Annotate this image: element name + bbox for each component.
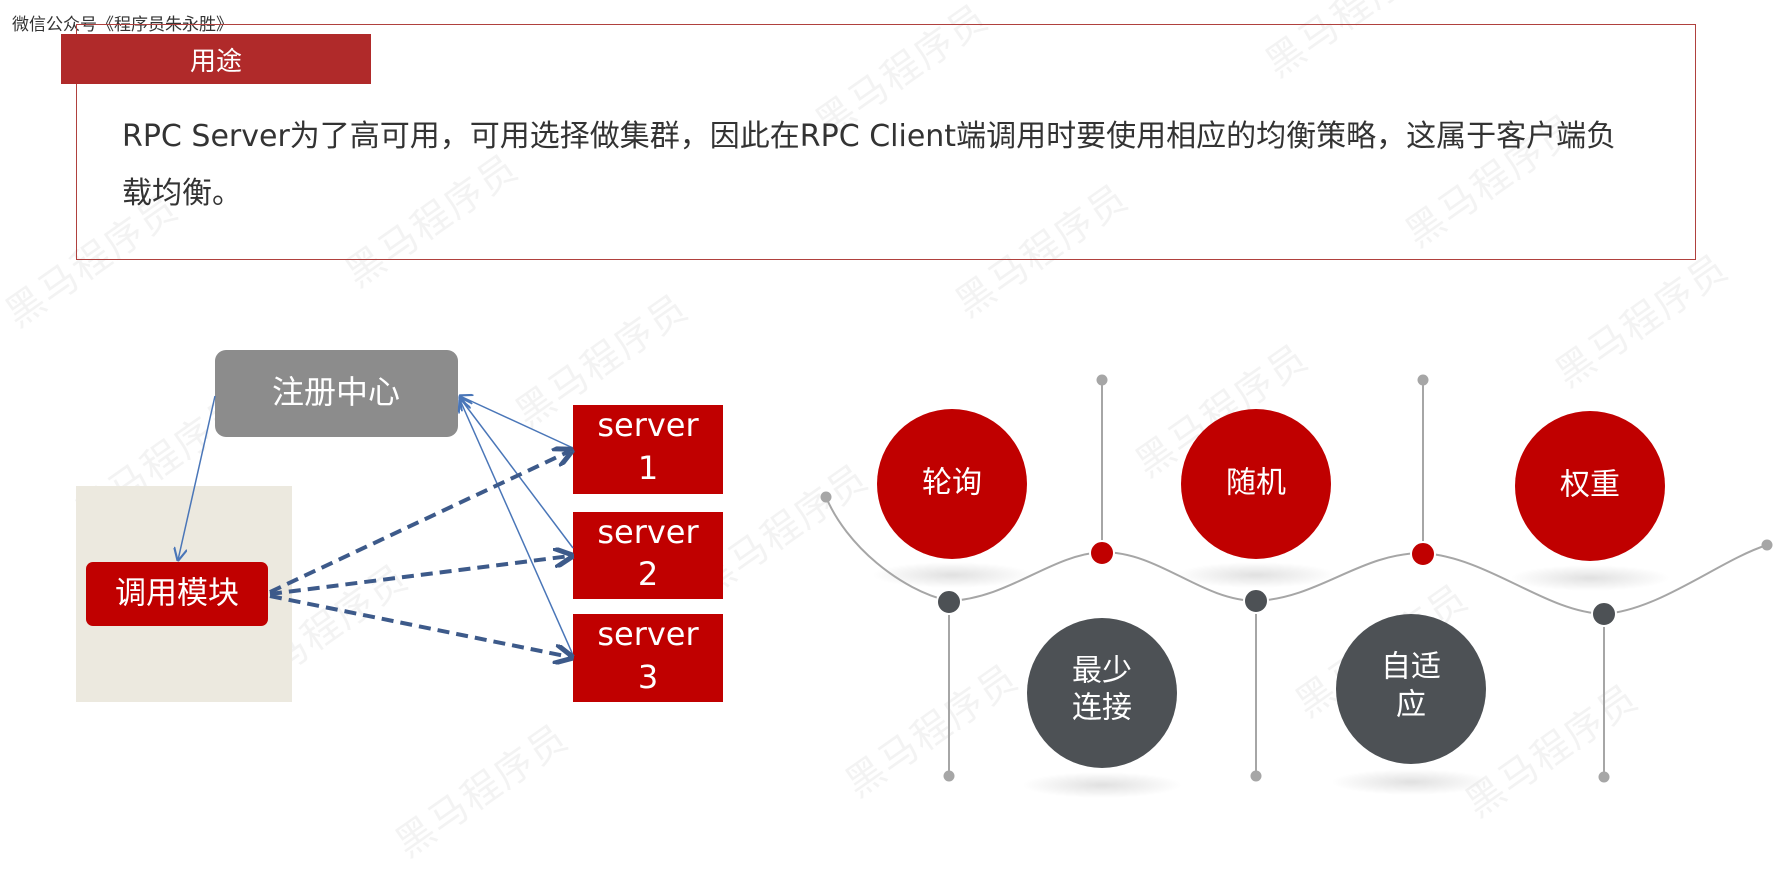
strategy-round-robin: 轮询: [877, 409, 1027, 559]
registry-label: 注册中心: [272, 373, 400, 411]
strategy-weight: 权重: [1515, 411, 1665, 561]
source-label: 微信公众号《程序员朱永胜》: [12, 15, 233, 35]
usage-description: RPC Server为了高可用，可用选择做集群，因此在RPC Client端调用…: [122, 119, 1617, 211]
strategy-adaptive-line2: 应: [1396, 688, 1426, 723]
strategy-least-connections-line1: 最少: [1072, 654, 1132, 689]
strategy-weight-label: 权重: [1560, 468, 1620, 503]
strategy-round-robin-label: 轮询: [922, 466, 982, 501]
server-1-register-arrow: [460, 396, 574, 449]
usage-tab: 用途: [61, 34, 371, 84]
server-2-line2: 2: [638, 555, 658, 593]
server-3-line2: 3: [638, 658, 658, 696]
usage-panel: [76, 24, 1696, 260]
registry-box: [215, 350, 458, 437]
strategy-adaptive-line1: 自适: [1381, 650, 1441, 685]
server-1-line1: server: [597, 406, 699, 444]
usage-tab-label: 用途: [189, 46, 242, 77]
strategy-least-connections-line2: 连接: [1072, 691, 1132, 726]
server-2-box: server 2: [573, 512, 723, 599]
strategy-random-label: 随机: [1226, 466, 1286, 501]
strategy-adaptive: 自适 应: [1336, 614, 1486, 764]
call-server-1-arrow: [269, 451, 570, 594]
server-2-register-arrow: [460, 398, 574, 549]
caller-box: [86, 562, 268, 626]
strategy-least-connections: 最少 连接: [1027, 618, 1177, 768]
server-3-register-arrow: [460, 400, 574, 656]
caller-label: 调用模块: [115, 576, 239, 612]
server-2-line1: server: [597, 513, 699, 551]
server-3-box: server 3: [573, 614, 723, 702]
call-server-2-arrow: [269, 556, 570, 596]
server-1-line2: 1: [638, 449, 658, 487]
server-3-line1: server: [597, 615, 699, 653]
call-server-3-arrow: [269, 594, 570, 657]
strategy-random: 随机: [1181, 409, 1331, 559]
server-1-box: server 1: [573, 405, 723, 494]
strategy-wave: [820, 374, 1773, 798]
registry-to-caller-arrow: [178, 395, 216, 560]
